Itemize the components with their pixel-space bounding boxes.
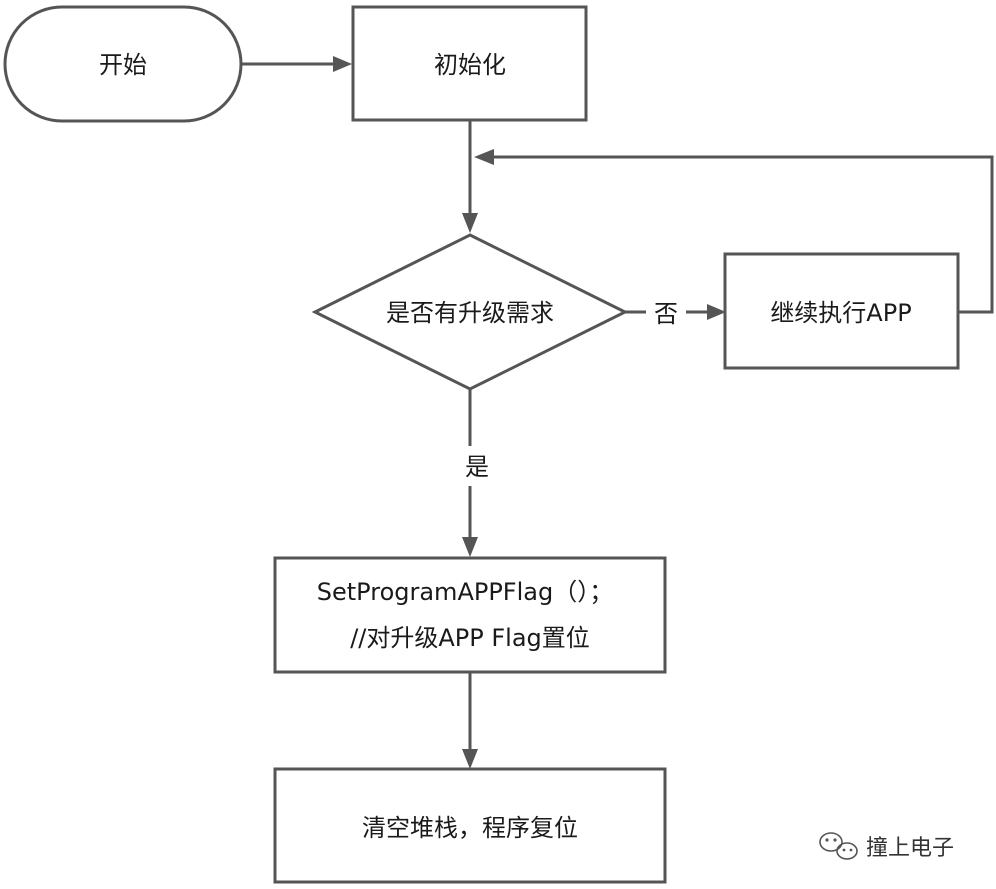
node-start: 开始 <box>3 5 243 123</box>
node-decision: 是否有升级需求 <box>311 233 629 391</box>
svg-text:是: 是 <box>465 453 489 481</box>
watermark-text: 撞上电子 <box>866 836 954 861</box>
svg-text:否: 否 <box>654 300 678 328</box>
node-init: 初始化 <box>351 5 588 122</box>
node-set-flag: SetProgramAPPFlag（）； //对升级APP Flag置位 <box>273 556 667 674</box>
svg-text:初始化: 初始化 <box>434 51 506 79</box>
edge-init-to-decision <box>462 120 478 233</box>
edge-label-yes: 是 <box>455 446 489 486</box>
svg-text:清空堆栈，程序复位: 清空堆栈，程序复位 <box>362 814 578 842</box>
watermark: 撞上电子 <box>819 832 954 861</box>
edge-start-to-init <box>240 56 352 72</box>
node-continue-app: 继续执行APP <box>723 252 960 370</box>
edge-setflag-to-reset <box>462 672 478 769</box>
node-reset: 清空堆栈，程序复位 <box>273 767 667 884</box>
svg-text:开始: 开始 <box>99 51 147 79</box>
svg-text:是否有升级需求: 是否有升级需求 <box>386 299 554 327</box>
edge-continue-loop-back <box>474 149 994 314</box>
wechat-icon <box>819 832 858 860</box>
set-flag-comment-line: //对升级APP Flag置位 <box>350 624 590 652</box>
edge-label-no: 否 <box>646 294 686 332</box>
svg-text:继续执行APP: 继续执行APP <box>770 299 911 327</box>
set-flag-code-line: SetProgramAPPFlag（）； <box>317 578 613 606</box>
